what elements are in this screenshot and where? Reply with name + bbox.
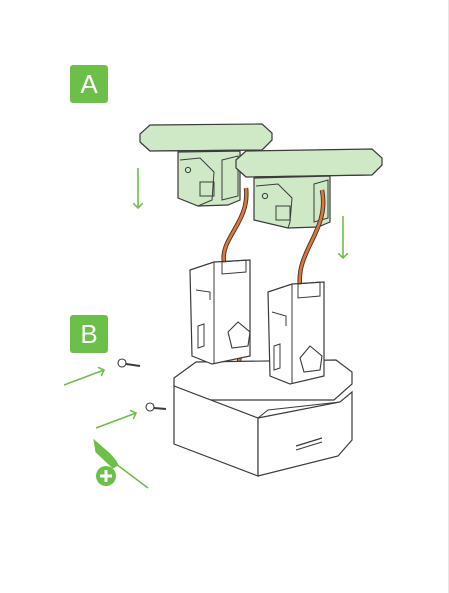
insert-arrow-icon bbox=[63, 370, 104, 386]
left-socket bbox=[189, 259, 251, 365]
step-b-badge: B bbox=[70, 315, 108, 353]
screw-icon-lower bbox=[145, 402, 167, 412]
insert-arrow-icon bbox=[95, 413, 136, 429]
base-housing bbox=[173, 359, 353, 477]
phillips-plus-icon bbox=[96, 466, 116, 486]
screw-icon-upper bbox=[117, 358, 141, 368]
right-plug-module bbox=[235, 148, 383, 229]
right-socket bbox=[267, 281, 325, 385]
screwdriver-icon bbox=[93, 438, 149, 489]
left-plug-module bbox=[139, 123, 273, 207]
step-a-badge: A bbox=[70, 65, 108, 103]
